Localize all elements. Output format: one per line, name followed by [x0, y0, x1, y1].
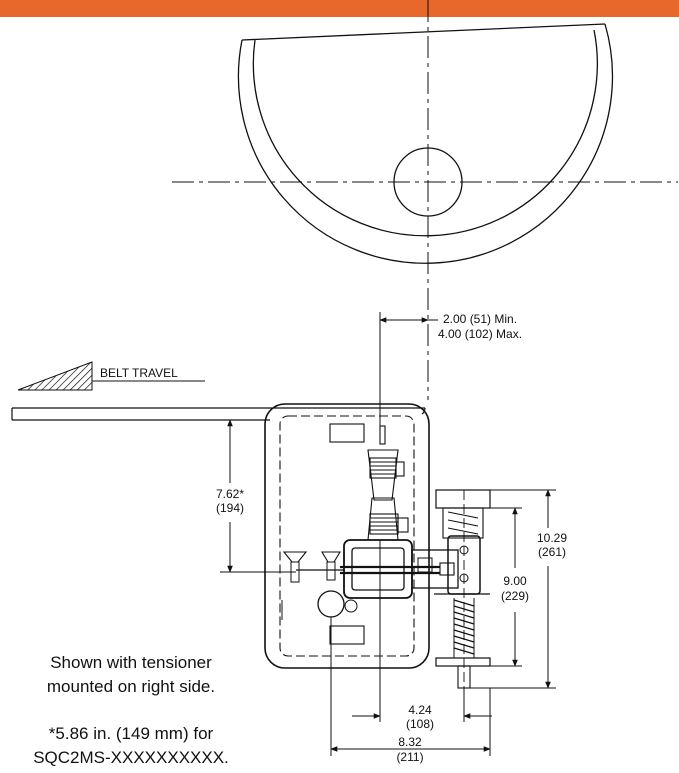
- dim-total-mm: (261): [538, 545, 566, 559]
- pulley-centerlines: [172, 0, 678, 400]
- mounting-clamp: [282, 539, 459, 618]
- belt-travel-arrow-icon: [17, 361, 205, 391]
- mounting-note-line-1: Shown with tensioner: [50, 653, 212, 672]
- dim-width-mm: (211): [396, 750, 423, 764]
- footnote-line-2: SQC2MS-XXXXXXXXXX.: [33, 748, 229, 767]
- dim-height-in: 7.62*: [216, 487, 244, 501]
- dim-offset-max: 4.00 (102) Max.: [438, 327, 522, 341]
- dim-width-in: 8.32: [398, 735, 422, 749]
- dim-spring-in: 9.00: [503, 574, 527, 588]
- head-pulley: [237, 23, 614, 264]
- dimension-lines: [220, 312, 556, 756]
- dim-side-mm: (108): [406, 717, 434, 731]
- dim-height-mm: (194): [216, 501, 244, 515]
- header-accent-bar: [0, 0, 679, 17]
- dim-side-in: 4.24: [408, 703, 432, 717]
- mounting-note-line-2: mounted on right side.: [46, 677, 216, 696]
- dim-total-in: 10.29: [537, 531, 567, 545]
- conveyor-belt: [11, 407, 426, 421]
- footnote: *5.86 in. (149 mm) for SQC2MS-XXXXXXXXXX…: [0, 722, 262, 770]
- dim-offset-min: 2.00 (51) Min.: [443, 312, 517, 326]
- belt-travel-label: BELT TRAVEL: [100, 366, 178, 380]
- spring-tensioner: [434, 489, 491, 689]
- dim-spring-mm: (229): [501, 589, 529, 603]
- mounting-note: Shown with tensioner mounted on right si…: [6, 651, 256, 699]
- blade-assembly: [367, 425, 409, 541]
- footnote-line-1: *5.86 in. (149 mm) for: [48, 724, 214, 743]
- cleaner-housing: [264, 403, 430, 669]
